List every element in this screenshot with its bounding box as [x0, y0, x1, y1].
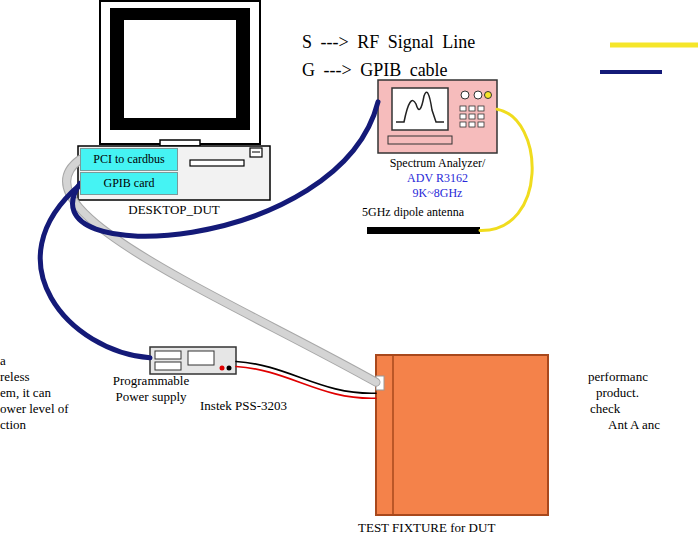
monitor [100, 1, 260, 146]
cut-off-note: Ant A anc [608, 417, 660, 433]
spectrum-analyzer [378, 80, 497, 153]
spectrum-analyzer: Spectrum Analyzer/ADV R31629K~8GHz [378, 80, 497, 153]
pci-cardbus-card: PCI to cardbus [80, 148, 178, 171]
test-fixture [376, 355, 548, 515]
node-text: GPIB card [104, 176, 155, 190]
cut-off-note: a [0, 353, 6, 369]
gpib-cable [73, 102, 378, 236]
node-text: DESKTOP_DUT [78, 202, 270, 218]
node-text: PCI to cardbus [93, 152, 164, 166]
gpib-card: GPIB card [80, 172, 178, 195]
node-text: 9K~8GHz [363, 186, 512, 200]
power-supply [150, 347, 236, 374]
power-wires [236, 361, 376, 398]
test-fixture: TEST FIXTURE for DUT [376, 355, 548, 515]
cut-off-note: em, it can [0, 385, 51, 401]
node-text: TEST FIXTURE for DUT [358, 520, 495, 536]
cut-off-note: reless [0, 369, 30, 385]
rf-signal-cable [480, 109, 532, 230]
node-text: Spectrum Analyzer/ [363, 156, 512, 170]
rf-line-sample [610, 43, 698, 48]
cut-off-note: performanc [588, 369, 648, 385]
legend-text: G ---> GPIB cable [302, 60, 448, 82]
node-text: 5GHz dipole antenna [362, 205, 464, 219]
node-text: Instek PSS-3203 [200, 398, 287, 414]
power-supply: Programmable Power supplyInstek PSS-3203 [150, 347, 236, 374]
cut-off-note: ction [0, 417, 26, 433]
dipole-antenna [367, 227, 480, 234]
node-text: ADV R3162 [363, 171, 512, 185]
node-text: Programmable Power supply [104, 373, 198, 404]
dipole-antenna: 5GHz dipole antenna [367, 227, 480, 234]
cut-off-note: ower level of [0, 401, 69, 417]
desktop-tower [78, 146, 270, 200]
computer-tower: DESKTOP_DUTPCI to cardbusGPIB card [78, 146, 270, 200]
gpib-line-sample [600, 70, 662, 74]
cut-off-note: product. [596, 385, 639, 401]
cut-off-note: check [590, 401, 620, 417]
legend-text: S ---> RF Signal Line [302, 32, 475, 54]
